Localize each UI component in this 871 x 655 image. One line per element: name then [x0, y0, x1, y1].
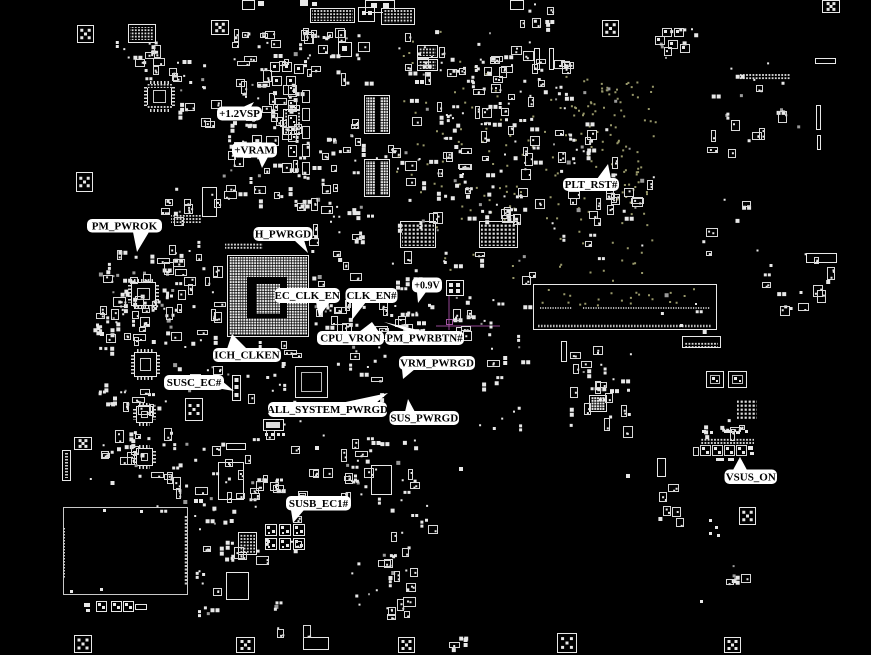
svg-text:ALL_SYSTEM_PWRGD: ALL_SYSTEM_PWRGD [267, 404, 388, 416]
svg-text:+0.9V: +0.9V [414, 280, 440, 291]
svg-text:CPU_VRON: CPU_VRON [320, 333, 381, 345]
svg-text:VRM_PWRGD: VRM_PWRGD [400, 358, 474, 370]
svg-text:EC_CLK_EN: EC_CLK_EN [275, 290, 340, 302]
svg-text:H_PWRGD: H_PWRGD [255, 229, 311, 241]
svg-text:+1.2VSP: +1.2VSP [219, 108, 260, 120]
svg-text:+VRAM: +VRAM [234, 145, 275, 157]
svg-text:SUS_PWRGD: SUS_PWRGD [390, 413, 458, 425]
svg-text:VSUS_ON: VSUS_ON [726, 472, 776, 484]
svg-text:PLT_RST#: PLT_RST# [565, 179, 618, 191]
svg-text:PM_PWROK: PM_PWROK [92, 221, 158, 233]
svg-text:ICH_CLKEN: ICH_CLKEN [214, 350, 279, 362]
svg-text:SUSC_EC#: SUSC_EC# [167, 377, 222, 389]
svg-text:PM_PWRBTN#: PM_PWRBTN# [386, 333, 463, 345]
svg-text:CLK_EN#: CLK_EN# [346, 290, 397, 302]
svg-text:SUSB_EC1#: SUSB_EC1# [289, 498, 349, 510]
